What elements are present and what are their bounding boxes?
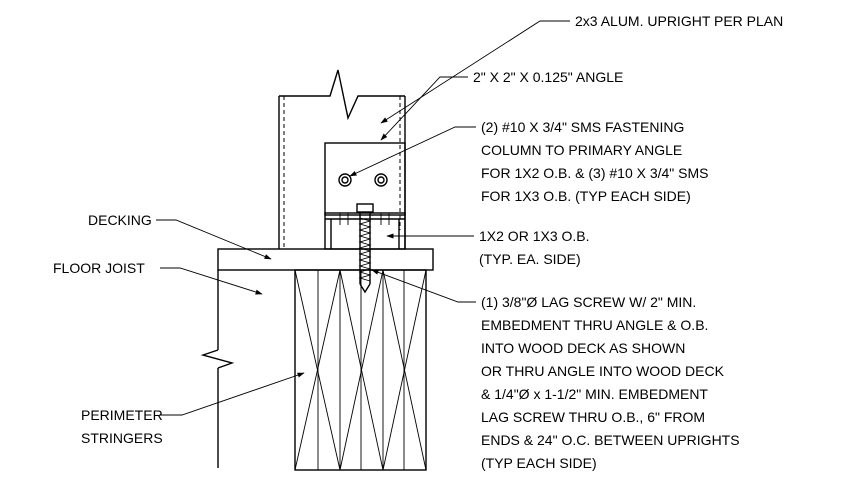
sms-callout-line: (2) #10 X 3/4" SMS FASTENING <box>481 119 684 135</box>
lag-screw <box>356 203 374 294</box>
floor-joist-label: FLOOR JOIST <box>53 260 145 276</box>
ob-member <box>324 212 406 250</box>
sms-callout-line: FOR 1X3 O.B. (TYP EACH SIDE) <box>481 188 691 204</box>
lag-callout-line: EMBEDMENT THRU ANGLE & O.B. <box>481 317 708 333</box>
lag-callout-line: ENDS & 24" O.C. BETWEEN UPRIGHTS <box>481 432 740 448</box>
primary-angle <box>324 142 406 216</box>
lag-callout-line: OR THRU ANGLE INTO WOOD DECK <box>481 363 725 379</box>
sms-callout: (2) #10 X 3/4" SMS FASTENING COLUMN TO P… <box>481 119 709 204</box>
upright-label: 2x3 ALUM. UPRIGHT PER PLAN <box>575 13 783 29</box>
decking-label: DECKING <box>88 212 152 228</box>
lag-callout-line: (1) 3/8"Ø LAG SCREW W/ 2" MIN. <box>481 294 696 310</box>
lag-screw-callout: (1) 3/8"Ø LAG SCREW W/ 2" MIN. EMBEDMENT… <box>481 294 740 471</box>
stringers-label-line: PERIMETER <box>81 407 163 423</box>
sms-callout-line: COLUMN TO PRIMARY ANGLE <box>481 142 682 158</box>
sms-screw-heads <box>338 173 388 187</box>
floor-joist <box>200 270 235 468</box>
lag-callout-line: (TYP EACH SIDE) <box>481 455 597 471</box>
leader-lines <box>156 20 570 416</box>
ob-callout-line: 1X2 OR 1X3 O.B. <box>479 228 590 244</box>
ob-callout-line: (TYP. EA. SIDE) <box>479 251 581 267</box>
angle-label: 2" X 2" X 0.125" ANGLE <box>473 69 623 85</box>
stringers-label-line: STRINGERS <box>81 430 163 446</box>
decking-board <box>217 248 434 271</box>
ob-callout: 1X2 OR 1X3 O.B. (TYP. EA. SIDE) <box>479 228 590 267</box>
lag-callout-line: INTO WOOD DECK AS SHOWN <box>481 340 685 356</box>
stringers-callout: PERIMETER STRINGERS <box>81 407 163 446</box>
perimeter-stringers <box>294 269 427 471</box>
lag-callout-line: LAG SCREW THRU O.B., 6" FROM <box>481 409 705 425</box>
sms-callout-line: FOR 1X2 O.B. & (3) #10 X 3/4" SMS <box>481 165 709 181</box>
lag-callout-line: & 1/4"Ø x 1-1/2" MIN. EMBEDMENT <box>481 386 708 402</box>
